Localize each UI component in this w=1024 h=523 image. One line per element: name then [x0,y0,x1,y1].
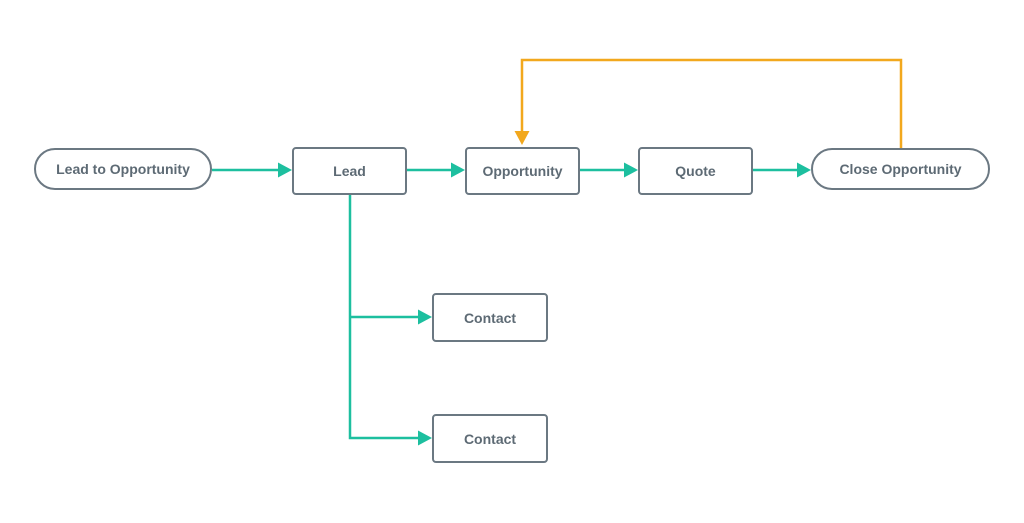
node-quote: Quote [638,147,753,195]
node-close-opportunity: Close Opportunity [811,148,990,190]
arrowhead-lead [278,162,292,178]
node-label: Contact [463,309,517,326]
node-contact-1: Contact [432,293,548,342]
node-contact-2: Contact [432,414,548,463]
node-label: Close Opportunity [839,161,962,177]
node-label: Lead to Opportunity [56,161,190,177]
edge-lead-contact-trunk [348,195,419,440]
node-label: Contact [463,430,517,447]
node-opportunity: Opportunity [465,147,580,195]
edge-close-opportunity-loop [520,58,903,148]
node-lead-to-opportunity: Lead to Opportunity [34,148,212,190]
node-label: Lead [333,163,366,179]
node-lead: Lead [292,147,407,195]
arrowhead-quote [624,162,638,178]
arrowhead-opportunity [451,162,465,178]
node-label: Quote [675,163,716,179]
arrowhead-close [797,162,811,178]
arrowhead-contact-2 [418,430,432,446]
arrowhead-loop-opportunity [514,131,530,145]
node-label: Opportunity [482,163,563,179]
arrowhead-contact-1 [418,309,432,325]
